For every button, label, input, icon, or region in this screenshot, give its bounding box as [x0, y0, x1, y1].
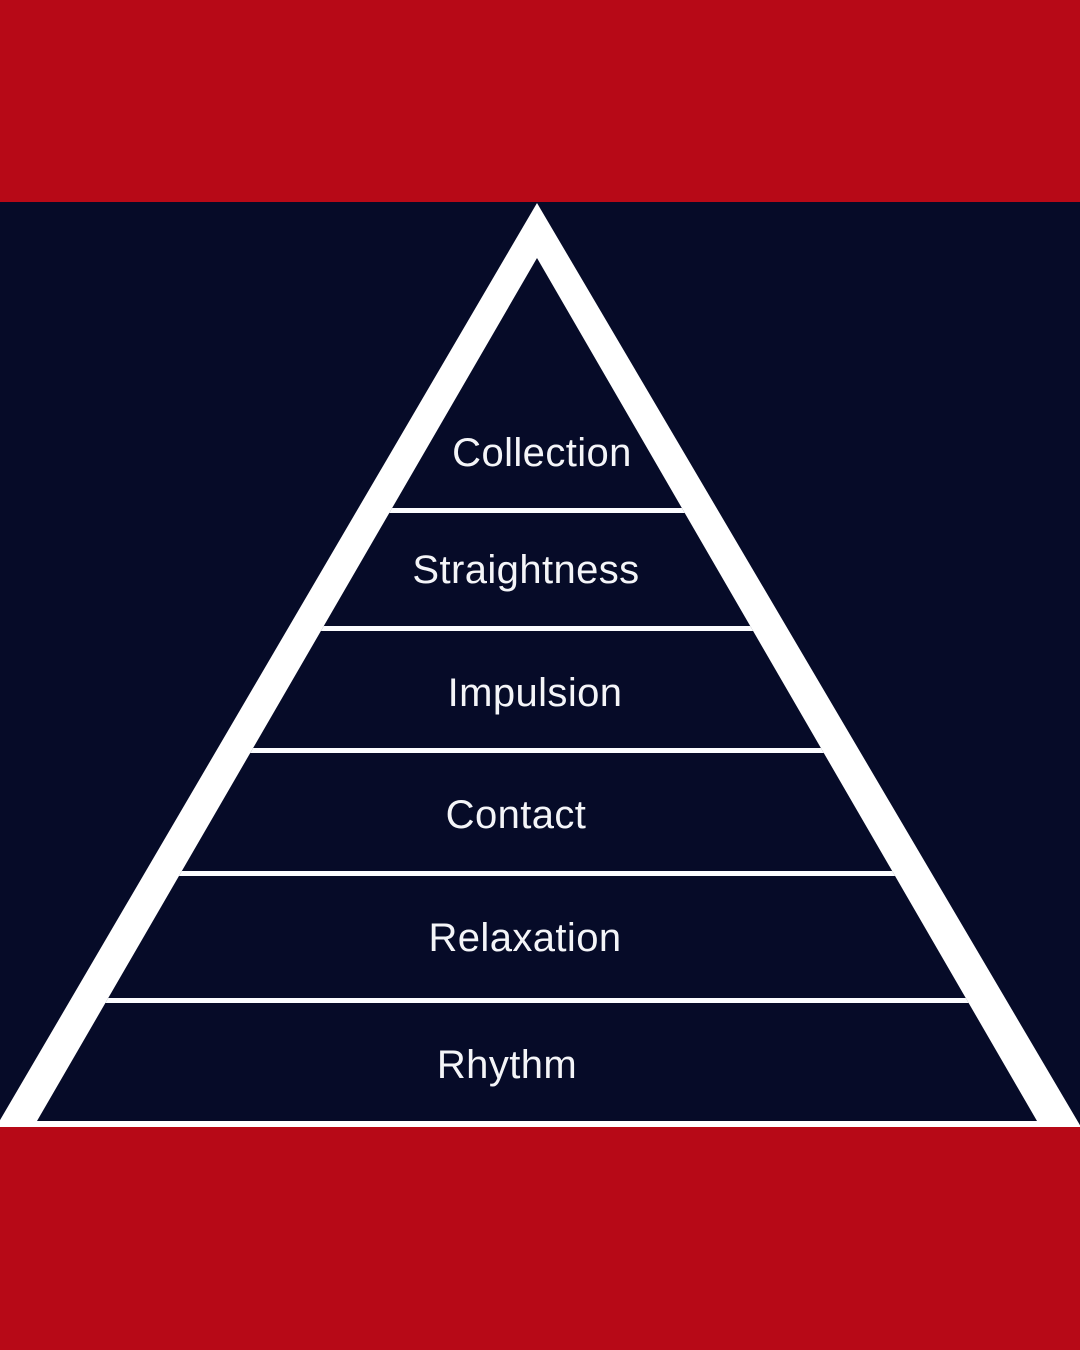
pyramid-divider-line [37, 508, 1037, 513]
pyramid-divider-line [37, 626, 1037, 631]
pyramid-divider-line [37, 748, 1037, 753]
pyramid-level-label-impulsion: Impulsion [447, 671, 623, 715]
pyramid-level-label-relaxation: Relaxation [428, 916, 622, 960]
top-red-band [0, 0, 1080, 202]
pyramid-level-label-contact: Contact [445, 793, 587, 837]
pyramid-level-label-straightness: Straightness [412, 548, 640, 592]
pyramid-divider-line [37, 871, 1037, 876]
pyramid-divider-lines [37, 508, 1037, 1003]
pyramid-divider-line [37, 998, 1037, 1003]
pyramid-level-label-rhythm: Rhythm [436, 1043, 578, 1087]
pyramid-level-label-collection: Collection [452, 431, 632, 475]
pyramid-inner-triangle [37, 258, 1037, 1121]
bottom-red-band [0, 1127, 1080, 1350]
